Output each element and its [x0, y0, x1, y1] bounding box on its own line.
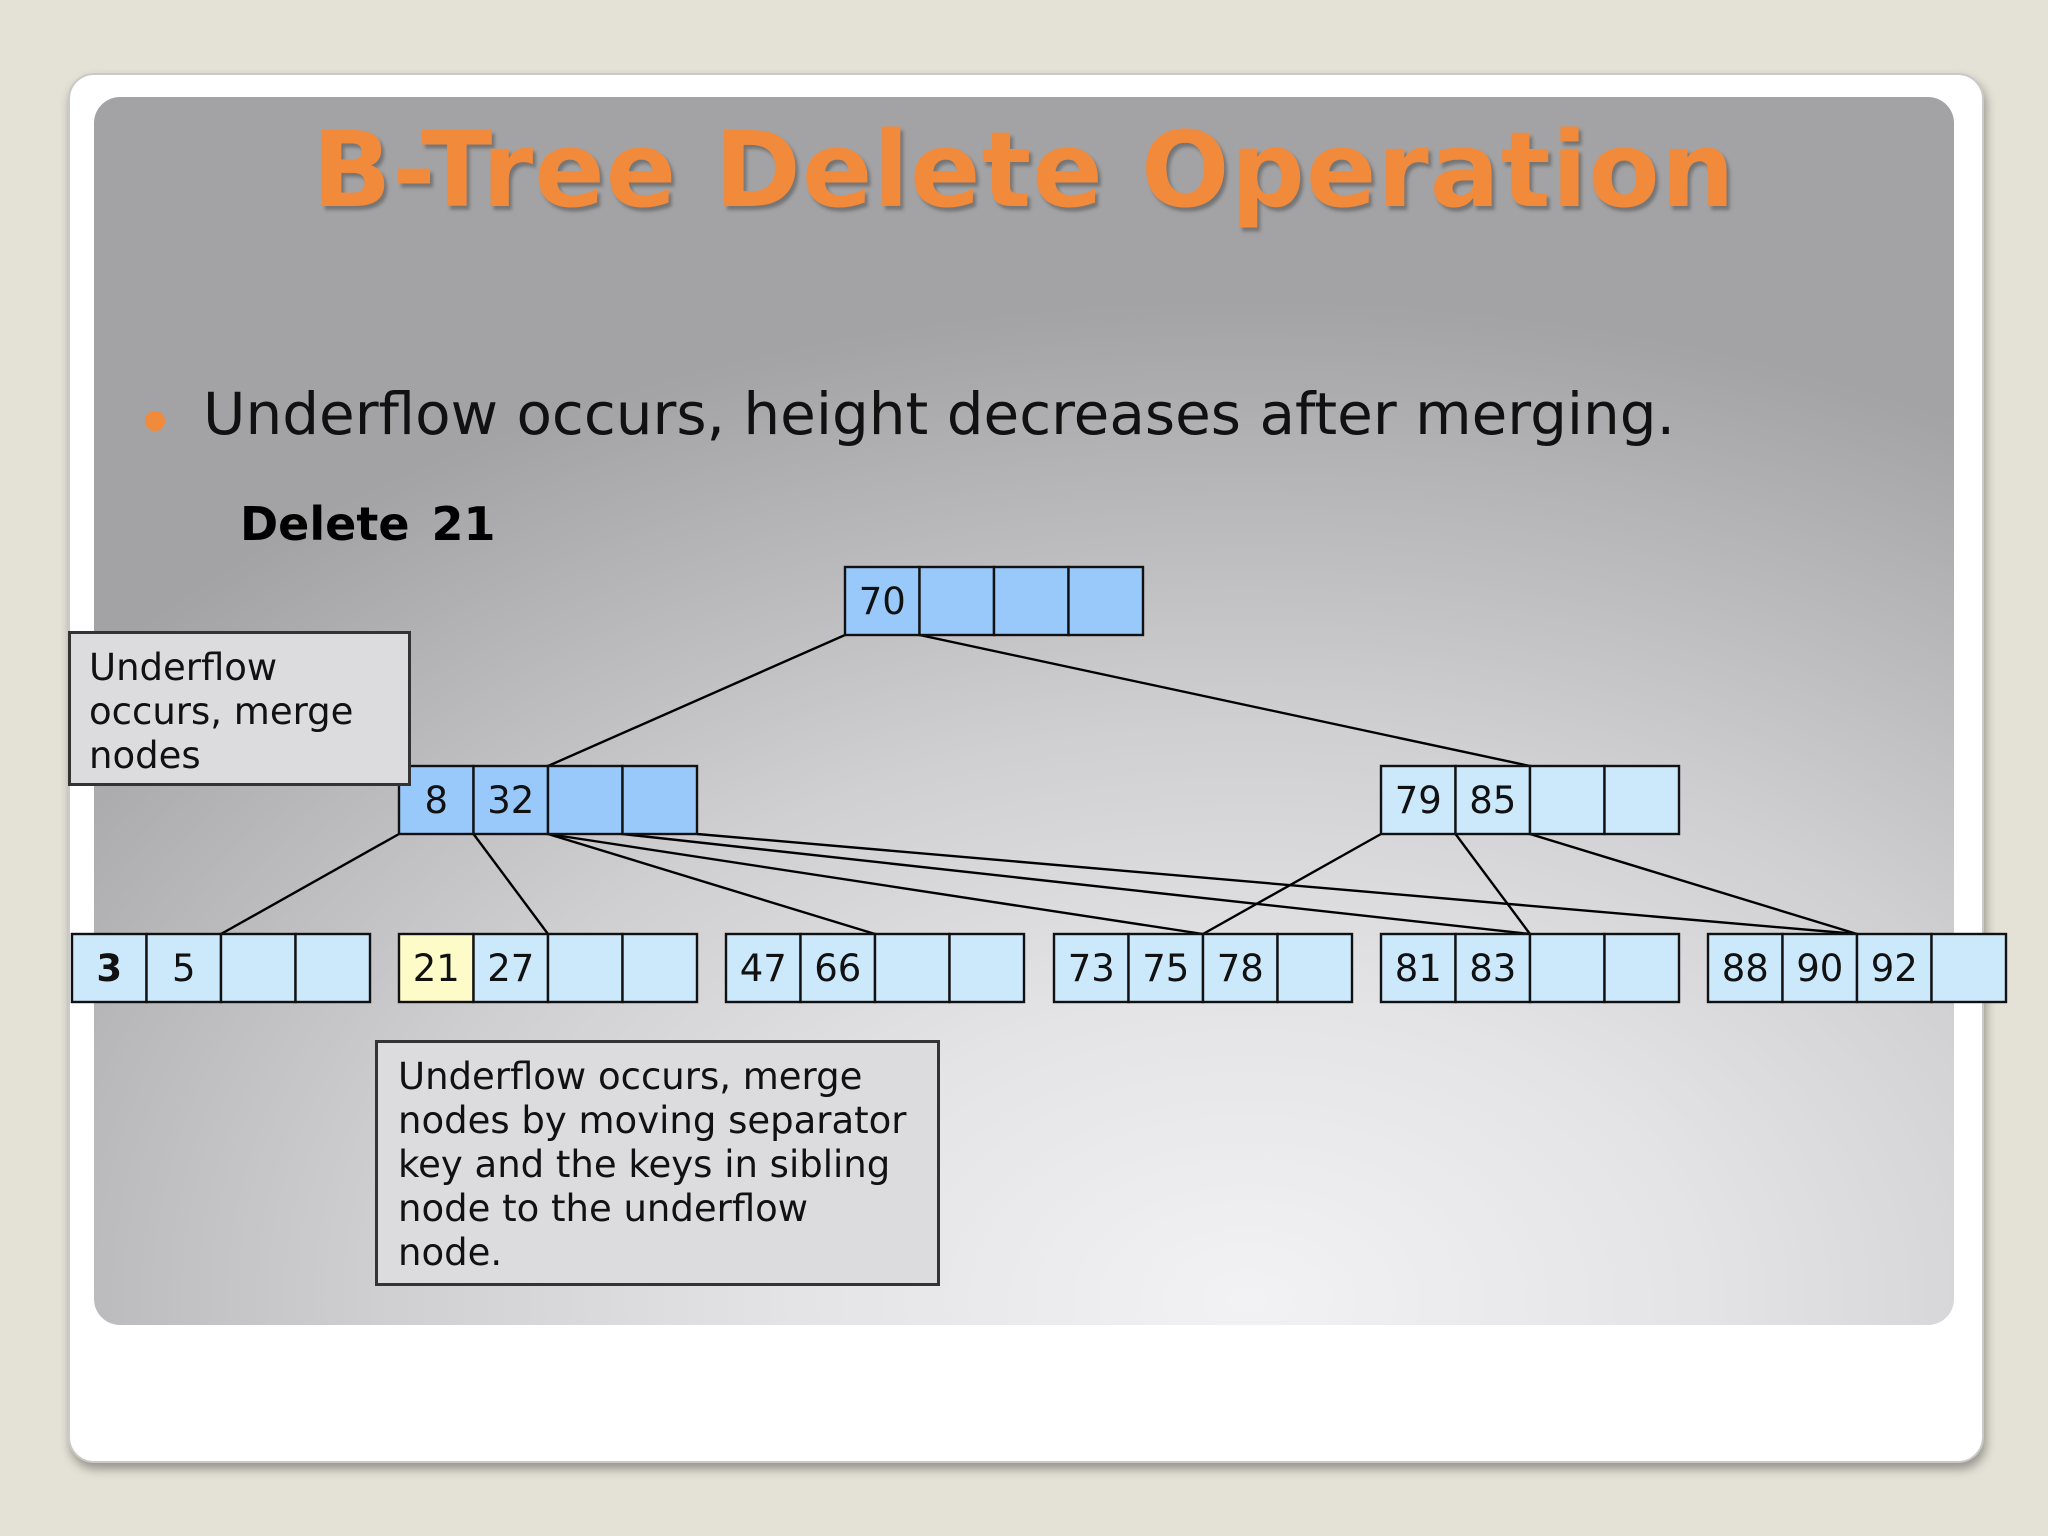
key-cell — [397, 764, 475, 836]
tree-edge — [696, 832, 1858, 936]
key-cell — [1379, 764, 1457, 836]
key-label: 73 — [1068, 947, 1115, 990]
callout-merge-nodes: Underflow occurs, merge nodes — [68, 631, 411, 786]
key-cell — [145, 932, 223, 1004]
key-label: 70 — [859, 580, 906, 623]
tree-edge — [547, 832, 876, 936]
key-label: 90 — [1796, 947, 1843, 990]
key-cell — [1201, 932, 1279, 1004]
key-cell — [1855, 932, 1933, 1004]
bullet-dot-icon — [145, 411, 165, 431]
key-label: 66 — [814, 947, 861, 990]
callout-line: nodes by moving separator — [398, 1099, 907, 1142]
empty-key-cell — [1276, 932, 1354, 1004]
key-cell — [1454, 764, 1532, 836]
tree-edge — [547, 633, 846, 768]
key-label: 92 — [1871, 947, 1918, 990]
key-label: 85 — [1469, 779, 1516, 822]
key-label: 88 — [1722, 947, 1769, 990]
leaf-node: 81 83 — [1379, 932, 1681, 1004]
key-cell — [472, 764, 550, 836]
callout-line: node to the underflow — [398, 1187, 809, 1230]
tree-edge — [547, 832, 1204, 936]
root-node: 70 — [843, 565, 1145, 637]
empty-key-cell — [918, 565, 996, 637]
internal-node: 79 85 — [1379, 764, 1681, 836]
callout-merge-explanation: Underflow occurs, merge nodes by moving … — [375, 1040, 940, 1286]
key-label: 27 — [487, 947, 534, 990]
internal-node: 8 32 — [397, 764, 699, 836]
empty-key-cell — [546, 932, 624, 1004]
key-cell — [799, 932, 877, 1004]
empty-key-cell — [1603, 932, 1681, 1004]
key-cell — [1781, 932, 1859, 1004]
callout-line: occurs, merge — [89, 690, 354, 733]
tree-edge — [622, 832, 1531, 936]
key-label: 83 — [1469, 947, 1516, 990]
leaf-node: 21 27 — [397, 932, 699, 1004]
empty-key-cell — [1603, 764, 1681, 836]
tree-edge — [220, 832, 400, 936]
tree-edge — [1529, 832, 1858, 936]
key-label: 78 — [1217, 947, 1264, 990]
key-label: 32 — [487, 779, 534, 822]
tree-edge — [472, 833, 549, 935]
empty-key-cell — [992, 565, 1070, 637]
tree-edges — [220, 633, 1858, 936]
key-label: 81 — [1395, 947, 1442, 990]
leaf-node: 47 66 — [724, 932, 1026, 1004]
key-cell — [397, 932, 475, 1004]
key-label: 3 — [96, 947, 122, 990]
leaf-node: 73 75 78 — [1052, 932, 1354, 1004]
tree-edge — [919, 633, 1531, 768]
key-label: 21 — [413, 947, 460, 990]
slide-title: B-Tree Delete Operation — [312, 109, 1736, 231]
step-label: Delete 21 — [240, 497, 496, 551]
empty-key-cell — [873, 932, 951, 1004]
key-label: 47 — [740, 947, 787, 990]
tree-edge — [1202, 832, 1382, 936]
leaf-node: 88 90 92 — [1706, 932, 2008, 1004]
key-label: 75 — [1142, 947, 1189, 990]
empty-key-cell — [219, 932, 297, 1004]
key-cell — [1706, 932, 1784, 1004]
empty-key-cell — [1067, 565, 1145, 637]
empty-key-cell — [546, 764, 624, 836]
tree-edge — [1454, 833, 1531, 935]
callout-line: nodes — [89, 734, 201, 777]
empty-key-cell — [1528, 764, 1606, 836]
empty-key-cell — [1930, 932, 2008, 1004]
callout-line: Underflow occurs, merge — [398, 1055, 863, 1098]
callout-line: node. — [398, 1231, 503, 1274]
key-label: 5 — [172, 947, 196, 990]
empty-key-cell — [1528, 932, 1606, 1004]
key-cell — [472, 932, 550, 1004]
key-label: 79 — [1395, 779, 1442, 822]
key-label: 8 — [424, 779, 448, 822]
empty-key-cell — [948, 932, 1026, 1004]
empty-key-cell — [621, 932, 699, 1004]
key-cell — [1379, 932, 1457, 1004]
callout-line: key and the keys in sibling — [398, 1143, 891, 1186]
key-cell — [1454, 932, 1532, 1004]
empty-key-cell — [621, 764, 699, 836]
callout-line: Underflow — [89, 646, 278, 689]
bullet-text: Underflow occurs, height decreases after… — [203, 380, 1676, 448]
empty-key-cell — [294, 932, 372, 1004]
